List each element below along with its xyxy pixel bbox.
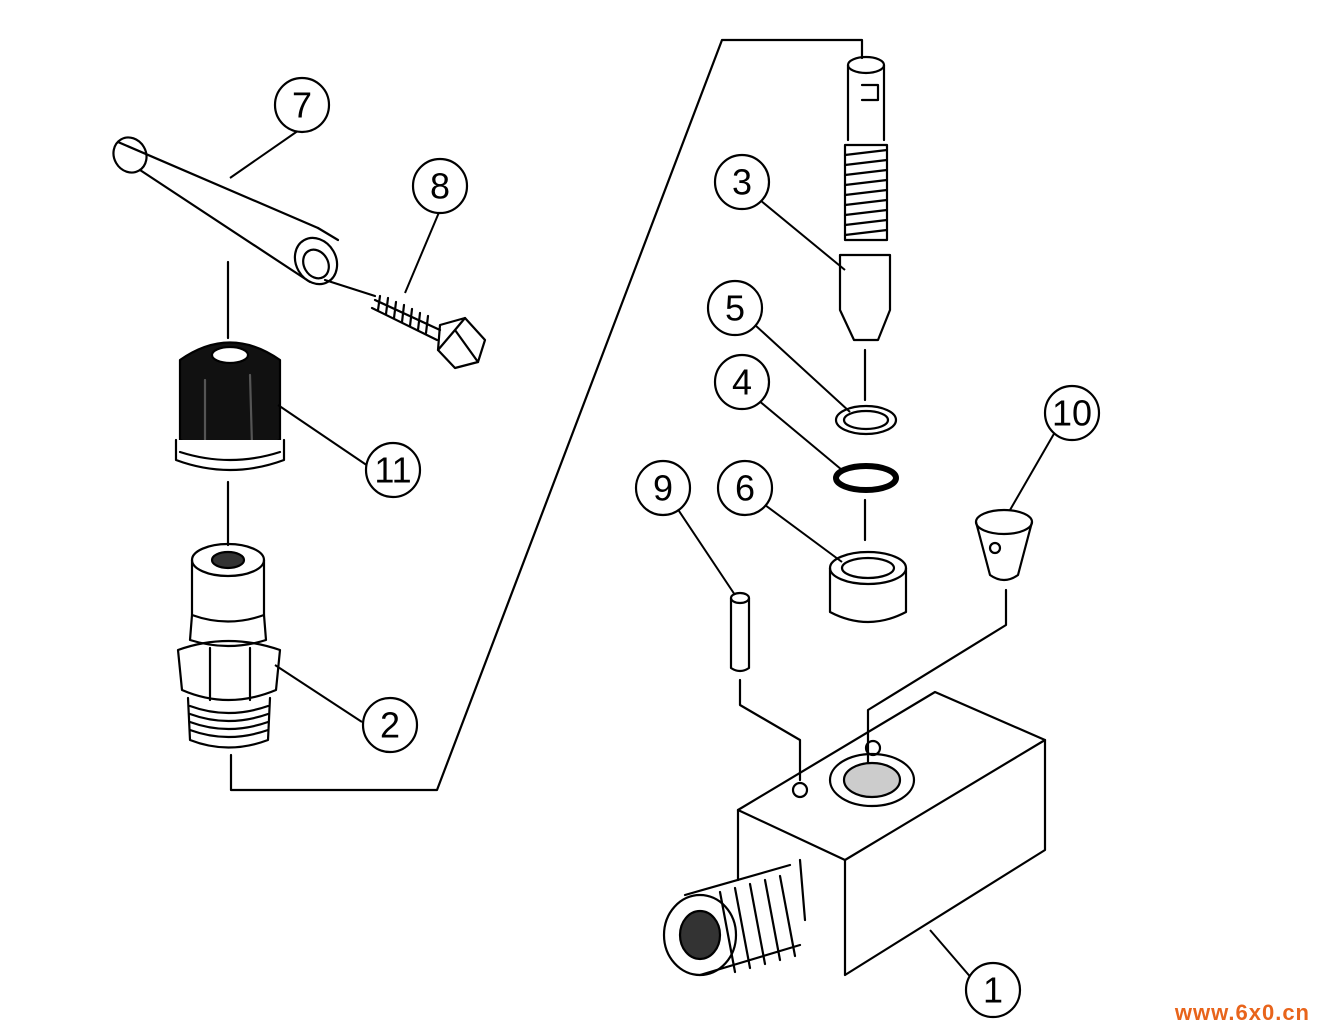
part-cone — [974, 508, 1034, 582]
callout-11: 11 — [364, 441, 422, 499]
watermark: www.6x0.cn — [1174, 1000, 1310, 1025]
callout-1: 1 — [964, 961, 1022, 1019]
part-screw — [370, 294, 487, 370]
leader-lines — [229, 127, 1056, 981]
part-pin — [729, 591, 751, 673]
part-cap — [174, 341, 286, 472]
part-o-ring — [833, 463, 899, 493]
axis-line-pin-block — [738, 678, 802, 782]
callout-8: 8 — [411, 157, 469, 215]
callout-2: 2 — [361, 696, 419, 754]
callout-label-10: 10 — [1052, 393, 1092, 434]
callout-label-7: 7 — [292, 85, 312, 126]
callout-6: 6 — [716, 459, 774, 517]
assembly-connector-line — [229, 38, 864, 792]
callout-label-11: 11 — [374, 450, 411, 491]
callout-label-2: 2 — [380, 705, 400, 746]
part-body-block — [662, 690, 1047, 977]
part-needle — [838, 55, 892, 342]
callout-4: 4 — [713, 353, 771, 411]
callout-10: 10 — [1043, 384, 1101, 442]
callout-9: 9 — [634, 459, 692, 517]
axis-line-tube-screw — [323, 278, 377, 298]
part-washer — [834, 404, 898, 436]
callout-5: 5 — [706, 279, 764, 337]
part-tube — [112, 136, 340, 286]
callout-label-9: 9 — [653, 468, 673, 509]
callout-label-6: 6 — [735, 468, 755, 509]
callout-label-3: 3 — [732, 162, 752, 203]
callout-label-4: 4 — [732, 362, 752, 403]
callout-7: 7 — [273, 76, 331, 134]
callout-label-8: 8 — [430, 166, 450, 207]
callout-label-5: 5 — [725, 288, 745, 329]
callouts: 7 8 11 2 3 5 4 9 6 10 1 — [273, 76, 1101, 1019]
callout-label-1: 1 — [983, 970, 1003, 1011]
part-sleeve — [828, 550, 908, 624]
callout-3: 3 — [713, 153, 771, 211]
part-fitting — [176, 542, 282, 749]
axis-line-cone-block — [866, 588, 1008, 792]
